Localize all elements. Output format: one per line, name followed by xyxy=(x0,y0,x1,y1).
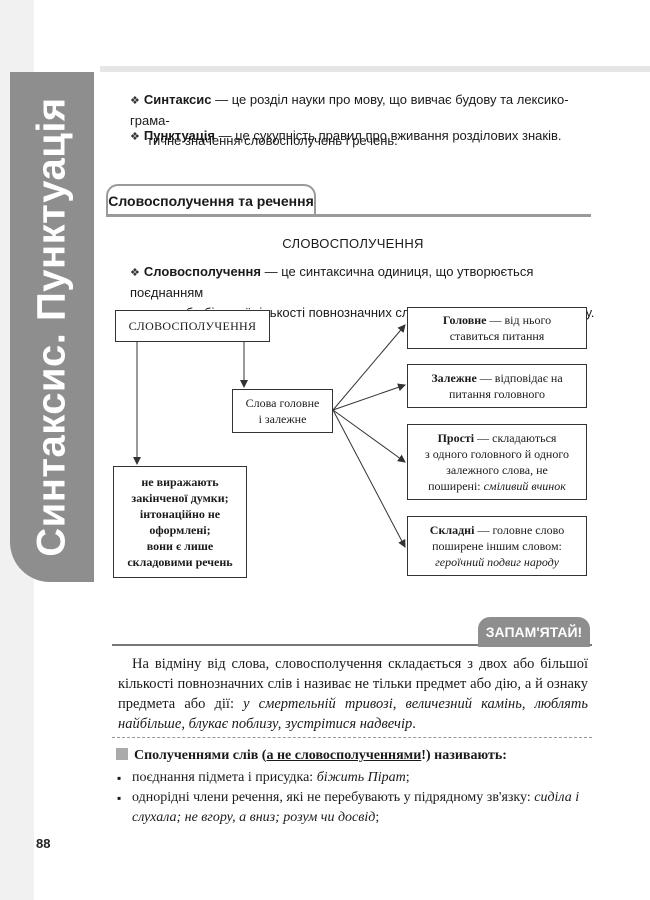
chapter-title: Синтаксис. Пунктуація xyxy=(29,97,74,557)
diagram-left-line: оформлені; xyxy=(149,523,211,537)
section-rule xyxy=(106,214,591,217)
arrow-to-dependent xyxy=(332,383,406,411)
box-text: — складаються xyxy=(474,431,557,445)
box-text: з одного головного й одного xyxy=(425,447,569,461)
box-term: Прості xyxy=(437,431,475,445)
list-item: поєднання підмета і присудка: біжить Пір… xyxy=(116,768,592,788)
definition-term: Пунктуація xyxy=(143,128,215,143)
box-term: Головне xyxy=(442,313,487,327)
remember-rule xyxy=(112,644,592,646)
diagram-left-box: не виражають закінченої думки; інтонацій… xyxy=(113,466,247,578)
box-text: поширені: xyxy=(428,479,484,493)
box-text: — головне слово xyxy=(474,523,565,537)
box-text: ставиться питання xyxy=(449,329,545,343)
page-number: 88 xyxy=(36,836,51,851)
list-item-text: однорідні члени речення, які не перебува… xyxy=(132,790,535,805)
box-text: — відповідає на xyxy=(476,371,563,385)
diagram-left-line: інтонаційно не xyxy=(139,507,221,521)
box-text: поширене іншим словом: xyxy=(432,539,562,553)
remember-examples: у смертельній тривозі, величезний камінь… xyxy=(118,696,588,732)
definition-text: тичне значення словосполучень і речень. xyxy=(147,133,398,148)
definition-term: Словосполучення xyxy=(143,264,261,279)
list-item-text: поєднання підмета і присудка: xyxy=(132,770,317,785)
arrow-to-complex xyxy=(332,409,406,548)
remember-paragraph: На відміну від слова, словосполучення ск… xyxy=(118,654,588,734)
definition-syntax: ❖Синтаксис — це розділ науки про мову, щ… xyxy=(130,90,600,151)
diagram-box-complex: Складні — головне слово поширене іншим с… xyxy=(407,516,587,576)
diagram-box-simple: Прості — складаються з одного головного … xyxy=(407,424,587,500)
dashed-divider xyxy=(112,737,592,738)
combos-heading-text: !) називають: xyxy=(421,748,507,763)
definition-text: — це синтаксична одиниця, що утворюється… xyxy=(130,264,534,300)
definition-text: — це сукупність правил про вживання розд… xyxy=(214,128,562,143)
list-item-end: ; xyxy=(405,770,410,785)
list-item-example: сиділа і слухала; не вгору, а вниз; розу… xyxy=(132,790,580,825)
diagram-box-dependent: Залежне — відповідає на питання головног… xyxy=(407,364,587,408)
diagram-left-line: складовими речень xyxy=(127,555,233,569)
top-rule xyxy=(100,66,650,72)
remember-text: На відміну від слова, словосполучення ск… xyxy=(118,656,588,712)
subheading: СЛОВОСПОЛУЧЕННЯ xyxy=(282,236,424,251)
diagram-left-line: не виражають xyxy=(141,475,219,489)
combos-heading: Сполученнями слів (а не словосполученням… xyxy=(116,746,507,766)
diagram-left-line: закінченої думки; xyxy=(131,491,229,505)
combos-heading-underlined: а не словосполученнями xyxy=(266,748,422,763)
diamond-bullet-icon: ❖ xyxy=(130,131,140,143)
arrow-to-simple xyxy=(332,409,406,463)
box-text: залежного слова, не xyxy=(446,463,548,477)
square-bullet-icon xyxy=(116,748,128,760)
diagram-middle-line: і залежне xyxy=(258,412,307,426)
combos-heading-text: Сполученнями слів ( xyxy=(134,748,267,763)
diagram-middle-line: Слова головне xyxy=(245,396,320,410)
remember-badge: ЗАПАМ'ЯТАЙ! xyxy=(478,617,590,647)
list-item-end: ; xyxy=(375,810,380,825)
diagram-root-box: СЛОВОСПОЛУЧЕННЯ xyxy=(115,310,270,342)
box-text: — від нього xyxy=(486,313,552,327)
box-term: Залежне xyxy=(431,371,477,385)
definition-term: Синтаксис xyxy=(143,92,212,107)
section-title: Словосполучення та речення xyxy=(106,184,316,216)
remember-end: . xyxy=(412,716,416,732)
diagram-middle-box: Слова головне і залежне xyxy=(232,389,333,433)
diagram-left-line: вони є лише xyxy=(146,539,214,553)
arrow-to-main xyxy=(332,324,406,411)
box-example: сміливий вчинок xyxy=(483,479,566,493)
list-item-example: біжить Пірат xyxy=(316,770,406,785)
box-term: Складні xyxy=(429,523,475,537)
diagram-root-label: СЛОВОСПОЛУЧЕННЯ xyxy=(128,319,257,333)
box-text: питання головного xyxy=(448,387,546,401)
definition-text: — це розділ науки про мову, що вивчає бу… xyxy=(130,92,569,128)
chapter-side-tab xyxy=(10,72,94,582)
box-example: героїчний подвиг народу xyxy=(435,555,559,569)
list-item: однорідні члени речення, які не перебува… xyxy=(116,788,592,828)
combos-list: поєднання підмета і присудка: біжить Пір… xyxy=(116,768,592,828)
diamond-bullet-icon: ❖ xyxy=(130,267,140,279)
diamond-bullet-icon: ❖ xyxy=(130,95,140,107)
diagram-box-main: Головне — від нього ставиться питання xyxy=(407,307,587,349)
definition-punctuation: ❖Пунктуація — це сукупність правил про в… xyxy=(130,126,600,147)
